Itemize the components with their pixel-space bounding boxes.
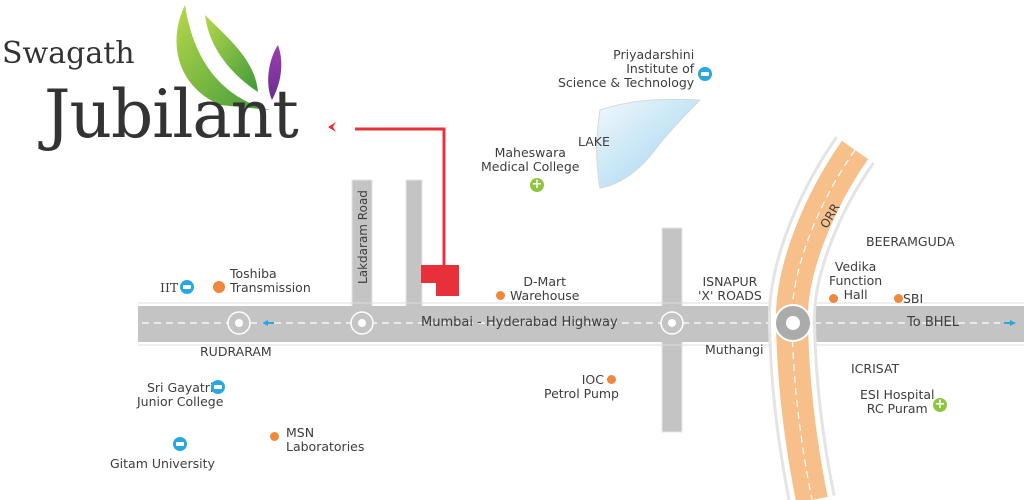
dmart-label: D-Mart Warehouse xyxy=(510,275,579,303)
sri-gayatri-label: Sri Gayatri Junior College xyxy=(137,381,223,409)
muthangi-label: Muthangi xyxy=(705,342,764,357)
vedika-label: Vedika Function Hall xyxy=(829,260,882,302)
priyadarshini-line3: Science & Technology xyxy=(558,75,695,90)
rudraram-label: RUDRARAM xyxy=(200,344,272,359)
maheswara-line2: Medical College xyxy=(481,159,580,174)
isnapur-line2: 'X' ROADS xyxy=(698,288,762,303)
sri-gayatri-education-icon xyxy=(211,380,225,394)
logo-jubilant: Jubilant xyxy=(44,76,299,153)
vedika-line2: Function xyxy=(829,273,883,288)
msn-line1: MSN xyxy=(286,425,315,440)
lake-label: LAKE xyxy=(578,134,610,149)
junction-rudraram xyxy=(227,311,251,335)
ioc-line1: IOC xyxy=(581,372,604,387)
toshiba-poi-icon xyxy=(213,281,225,293)
highway-label: Mumbai - Hyderabad Highway xyxy=(421,315,618,330)
isnapur-label: ISNAPUR 'X' ROADS xyxy=(698,275,762,303)
sbi-poi-icon xyxy=(894,294,903,303)
dmart-poi-icon xyxy=(496,291,505,300)
priyadarshini-line1: Priyadarshini xyxy=(613,47,695,62)
ioc-label: IOC Petrol Pump xyxy=(544,373,619,401)
vedika-line1: Vedika xyxy=(834,259,877,274)
gitam-education-icon xyxy=(173,437,187,451)
icrisat-label: ICRISAT xyxy=(851,361,900,376)
lake xyxy=(596,98,702,189)
lakdaram-road-label: Lakdaram Road xyxy=(355,190,370,284)
project-location-marker xyxy=(328,122,459,296)
sbi-label: SBI xyxy=(903,291,924,306)
mumbai-hyderabad-highway xyxy=(138,302,1024,346)
msn-line2: Laboratories xyxy=(286,439,365,454)
beeramguda-label: BEERAMGUDA xyxy=(866,234,955,249)
maheswara-hospital-icon: + xyxy=(530,177,544,192)
priyadarshini-label: Priyadarshini Institute of Science & Tec… xyxy=(558,48,694,90)
ioc-poi-icon xyxy=(607,375,616,384)
logo-leaves-icon xyxy=(176,5,282,110)
iit-label: IIT xyxy=(160,280,179,295)
toshiba-label: Toshiba Transmission xyxy=(230,267,311,295)
priyadarshini-education-icon xyxy=(698,67,712,81)
ioc-line2: Petrol Pump xyxy=(544,386,619,401)
junction-isnapur xyxy=(660,311,684,335)
msn-label: MSN Laboratories xyxy=(286,426,364,454)
msn-poi-icon xyxy=(270,432,279,441)
esi-label: ESI Hospital RC Puram xyxy=(860,388,935,416)
junction-lakdaram xyxy=(350,311,374,335)
esi-hospital-icon: + xyxy=(933,397,947,412)
sri-gayatri-line1: Sri Gayatri xyxy=(146,380,214,395)
logo-swagath: Swagath xyxy=(2,36,135,71)
priyadarshini-line2: Institute of xyxy=(626,61,695,76)
esi-line2: RC Puram xyxy=(866,401,928,416)
toshiba-line1: Toshiba xyxy=(230,266,277,281)
arrow-left-icon xyxy=(262,320,274,326)
esi-line1: ESI Hospital xyxy=(860,387,935,402)
side-road xyxy=(405,179,423,321)
vedika-line3: Hall xyxy=(843,287,868,302)
to-bhel-label: To BHEL xyxy=(907,315,959,330)
maheswara-line1: Maheswara xyxy=(494,145,566,160)
sri-gayatri-line2: Junior College xyxy=(137,394,224,409)
isnapur-line1: ISNAPUR xyxy=(702,274,758,289)
arrow-right-icon xyxy=(1004,320,1016,326)
toshiba-line2: Transmission xyxy=(230,280,311,295)
vedika-poi-icon xyxy=(829,294,838,303)
maheswara-label: Maheswara Medical College xyxy=(481,146,580,174)
junction-orr xyxy=(774,304,812,342)
dmart-line2: Warehouse xyxy=(510,288,580,303)
gitam-label: Gitam University xyxy=(110,456,215,471)
dmart-line1: D-Mart xyxy=(523,274,567,289)
iit-education-icon xyxy=(180,280,194,294)
